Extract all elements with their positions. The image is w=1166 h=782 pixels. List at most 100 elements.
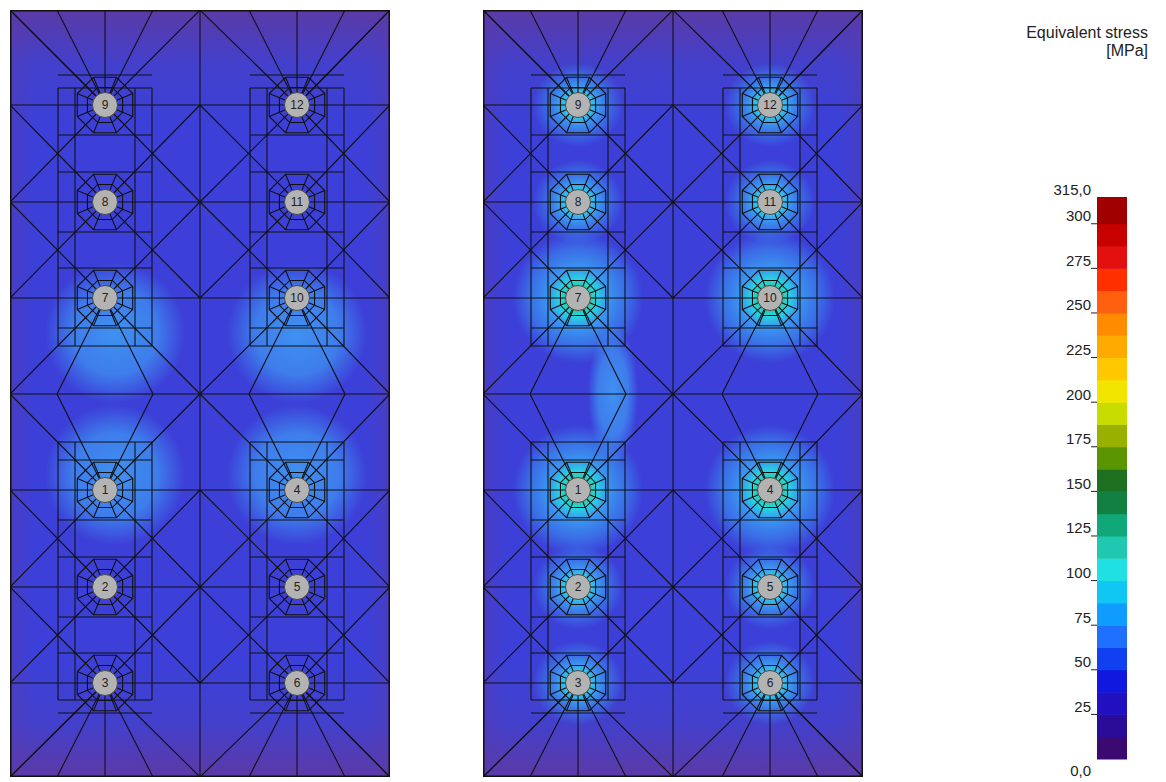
mesh-line (673, 104, 770, 105)
mesh-line (567, 77, 574, 94)
mesh-line (589, 576, 606, 583)
mesh-line (672, 10, 673, 777)
mesh-line (550, 479, 567, 486)
mesh-line (607, 88, 608, 346)
mesh-line (742, 688, 759, 695)
mesh-line (77, 207, 94, 214)
mesh-line (94, 213, 101, 230)
mesh-line (781, 191, 798, 198)
color-band (1097, 670, 1127, 693)
mesh-line (531, 267, 625, 268)
mesh-line (308, 287, 325, 294)
mesh-line (770, 10, 863, 105)
mesh-line (742, 495, 759, 502)
mesh-line (583, 694, 590, 711)
mesh-line (673, 587, 770, 683)
mesh-line (249, 10, 297, 105)
plate-shade (483, 10, 863, 777)
mesh-line (759, 598, 766, 615)
bolt-circle: 7 (92, 285, 118, 311)
mesh-line (531, 712, 625, 713)
tick-label: 75 (1074, 609, 1091, 626)
mesh-line (58, 231, 152, 232)
bolt-number: 11 (291, 196, 303, 208)
bolt-number: 7 (575, 292, 582, 304)
mesh-line (759, 462, 766, 479)
mesh-line (550, 576, 567, 583)
mesh-line (200, 201, 297, 202)
tick-mark (1091, 446, 1097, 447)
mesh-line (567, 174, 574, 191)
mesh-line (567, 655, 574, 672)
mesh-line (723, 556, 817, 557)
mesh-line (200, 105, 297, 202)
mesh-line (567, 462, 574, 479)
mesh-line (567, 598, 574, 615)
mesh-line (249, 683, 297, 777)
mesh-line (723, 652, 817, 653)
mesh-line (781, 592, 798, 599)
mesh-line (200, 202, 297, 298)
bolt-circle: 2 (565, 574, 591, 600)
mesh-line (550, 110, 567, 117)
mesh-line (550, 191, 567, 198)
mesh-ring (550, 559, 605, 614)
mesh-line (583, 559, 590, 576)
mesh-line (343, 442, 344, 700)
mesh-line (57, 683, 105, 777)
mesh-line (250, 556, 344, 557)
mesh-line (296, 10, 297, 105)
mesh-line (57, 88, 58, 346)
mesh-line (583, 270, 590, 287)
mesh-line (775, 694, 782, 711)
tick-label: 175 (1066, 430, 1091, 447)
mesh-line (302, 213, 309, 230)
bolt-circle: 4 (757, 477, 783, 503)
mesh-line (531, 134, 625, 135)
mesh-line (58, 327, 152, 328)
mesh-ring (560, 184, 595, 219)
mesh-line (250, 441, 344, 442)
mesh-line (759, 559, 766, 576)
mesh-line (77, 191, 94, 198)
mesh-ring (742, 462, 797, 517)
mesh-line (302, 77, 309, 94)
mesh-line (567, 559, 574, 576)
mesh-ring (77, 77, 132, 132)
mesh-line (77, 495, 94, 502)
legend-title: Equivalent stress [MPa] (1008, 24, 1148, 61)
bolt-number: 9 (575, 99, 582, 111)
mesh-line (77, 479, 94, 486)
mesh-line (816, 442, 817, 700)
mesh-ring (269, 77, 324, 132)
mesh-line (110, 116, 117, 133)
mesh-line (266, 88, 267, 346)
mesh-line (781, 207, 798, 214)
mesh-line (589, 94, 606, 101)
mesh-line (250, 171, 344, 172)
mesh-ring (742, 270, 797, 325)
mesh-line (269, 207, 286, 214)
mesh-line (249, 442, 250, 700)
mesh-line (302, 655, 309, 672)
mesh-line (151, 88, 152, 346)
mesh-line (742, 191, 759, 198)
mesh-line (134, 442, 135, 700)
mesh-line (308, 479, 325, 486)
mesh-line (781, 479, 798, 486)
bolt-number: 9 (102, 99, 109, 111)
color-band (1097, 647, 1127, 670)
mesh-ring (560, 472, 595, 507)
mesh-line (742, 479, 759, 486)
mesh-line (547, 442, 548, 700)
bolt-circle: 10 (757, 285, 783, 311)
bolt-circle: 3 (565, 670, 591, 696)
color-band (1097, 514, 1127, 537)
mesh-line (200, 586, 297, 587)
bolt-number: 11 (764, 196, 776, 208)
mesh-line (723, 712, 817, 713)
mesh-line (110, 694, 117, 711)
mesh-line (302, 694, 309, 711)
mesh-line (550, 495, 567, 502)
mesh-line (530, 442, 531, 700)
